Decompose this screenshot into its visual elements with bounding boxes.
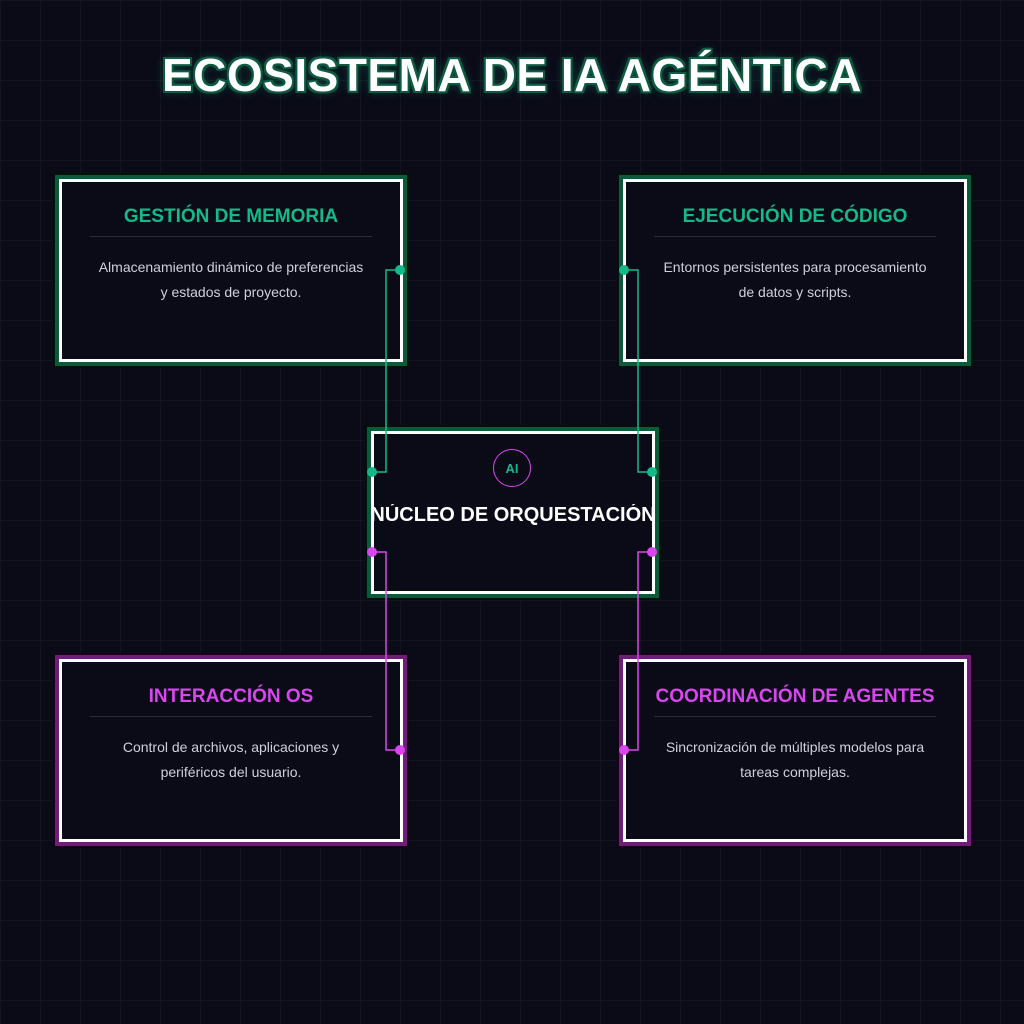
module-card-memory: GESTIÓN DE MEMORIA Almacenamiento dinámi… [59, 179, 403, 362]
connector-node [647, 547, 657, 557]
connector-core-os [372, 551, 400, 751]
module-divider [654, 236, 936, 237]
module-description-line: Entornos persistentes para procesamiento [663, 259, 927, 275]
module-card-agent-coordination: COORDINACIÓN DE AGENTES Sincronización d… [623, 659, 967, 842]
module-description-line: periféricos del usuario. [160, 764, 302, 780]
module-description-line: y estados de proyecto. [160, 284, 302, 300]
module-title: EJECUCIÓN DE CÓDIGO [682, 206, 908, 227]
module-description: Sincronización de múltiples modelos para… [646, 735, 944, 785]
connector-node [619, 265, 629, 275]
module-title: COORDINACIÓN DE AGENTES [655, 686, 935, 707]
connector-node [619, 745, 629, 755]
module-divider [90, 236, 372, 237]
connector-node [367, 547, 377, 557]
module-description-line: tareas complejas. [740, 764, 850, 780]
connector-memory-core [372, 269, 400, 473]
module-description-line: Almacenamiento dinámico de preferencias [98, 259, 364, 275]
module-divider [654, 716, 936, 717]
module-divider [90, 716, 372, 717]
module-title: INTERACCIÓN OS [148, 686, 314, 707]
orchestration-core-card: AI NÚCLEO DE ORQUESTACIÓN [370, 431, 656, 594]
connector-node [395, 265, 405, 275]
connector-code-core [624, 269, 652, 473]
connector-node [647, 467, 657, 477]
ai-badge-icon: AI [493, 449, 531, 487]
module-card-code-execution: EJECUCIÓN DE CÓDIGO Entornos persistente… [623, 179, 967, 362]
connector-node [395, 745, 405, 755]
core-title: NÚCLEO DE ORQUESTACIÓN [370, 504, 656, 526]
module-description: Entornos persistentes para procesamiento… [646, 255, 944, 305]
module-description-line: Sincronización de múltiples modelos para [665, 739, 925, 755]
diagram-title: ECOSISTEMA DE IA AGÉNTICA [162, 49, 862, 101]
module-description-line: de datos y scripts. [738, 284, 852, 300]
module-title: GESTIÓN DE MEMORIA [123, 206, 339, 227]
connector-core-agents [624, 551, 652, 751]
module-description-line: Control de archivos, aplicaciones y [122, 739, 340, 755]
module-card-os-interaction: INTERACCIÓN OS Control de archivos, apli… [59, 659, 403, 842]
module-description: Control de archivos, aplicaciones y peri… [82, 735, 380, 785]
module-description: Almacenamiento dinámico de preferencias … [82, 255, 380, 305]
connector-node [367, 467, 377, 477]
